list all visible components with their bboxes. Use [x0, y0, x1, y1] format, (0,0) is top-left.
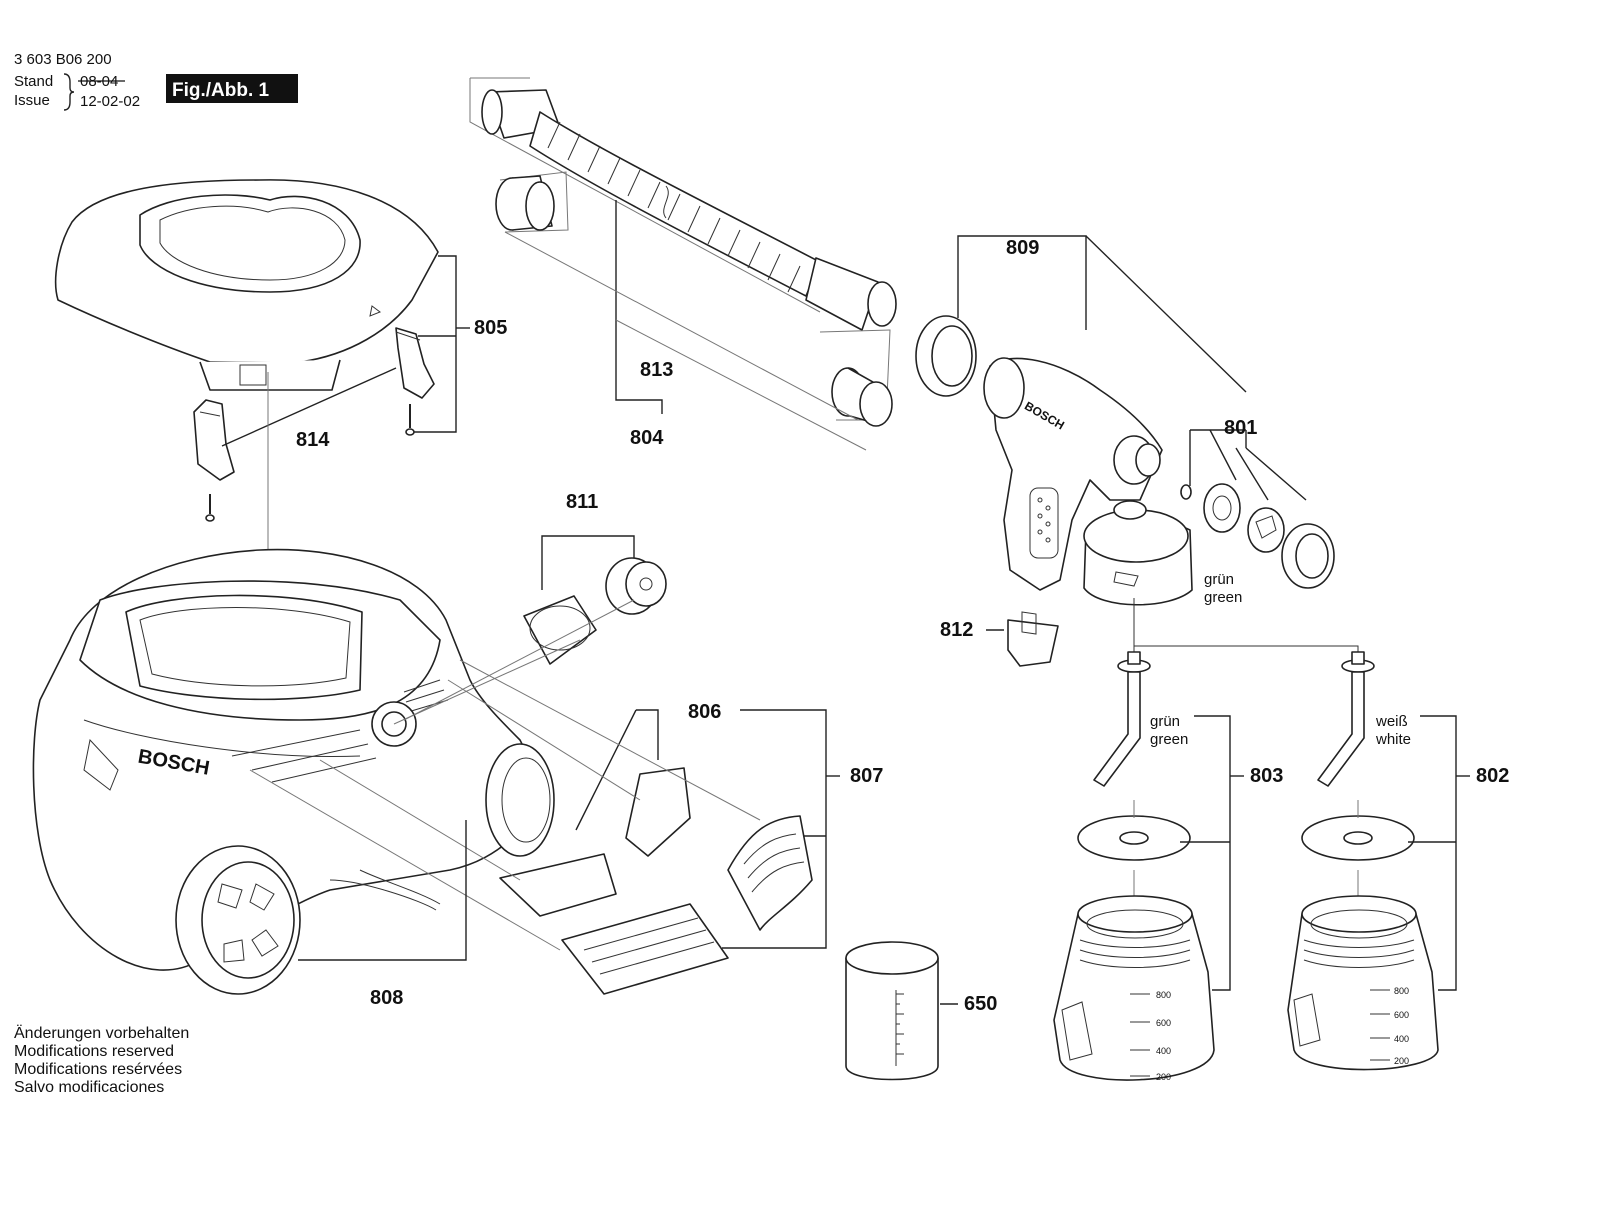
callout-813: 813	[640, 359, 673, 381]
footer-line-de: Änderungen vorbehalten	[14, 1024, 189, 1042]
scale-400-a: 400	[1156, 1046, 1171, 1056]
arrow-mark-icon	[369, 305, 382, 317]
scale-800-a: 800	[1156, 990, 1171, 1000]
tube-803-color-de: grün	[1150, 713, 1180, 730]
callout-812: 812	[940, 619, 973, 641]
footer-line-fr: Modifications resérvées	[14, 1061, 182, 1078]
gun-container-head	[1083, 500, 1193, 606]
scale-600-b: 600	[1394, 1010, 1409, 1020]
filter-pad	[499, 853, 617, 917]
footer-line-en: Modifications reserved	[14, 1043, 174, 1060]
hose-part	[469, 77, 897, 331]
header-block: 3 603 B06 200 Stand Issue 08-04 12-02-02…	[14, 51, 298, 111]
tube-803-color-en: green	[1150, 731, 1188, 748]
tube-802-color-en: white	[1375, 731, 1411, 748]
wheel-front	[175, 845, 301, 995]
gun-ring	[915, 315, 977, 397]
measuring-cup-650	[845, 941, 939, 1081]
callout-650: 650	[964, 993, 997, 1015]
gun-color-en: green	[1204, 589, 1242, 606]
container-803: 800 600 400 200	[1053, 895, 1215, 1082]
scale-200-b: 200	[1394, 1056, 1409, 1066]
callout-805: 805	[474, 317, 507, 339]
footer-notes: Änderungen vorbehalten Modifications res…	[14, 1024, 189, 1096]
nozzle-nut	[1281, 523, 1335, 589]
suction-tube-803	[1093, 651, 1151, 787]
callout-811: 811	[566, 491, 598, 513]
gun-color-de: grün	[1204, 571, 1234, 588]
callout-814: 814	[296, 429, 330, 451]
clip-part-814	[193, 399, 235, 481]
filter-ring-811	[523, 595, 597, 665]
spray-gun-body: BOSCH	[983, 357, 1163, 591]
issue-label: Issue	[14, 92, 50, 109]
scale-600-a: 600	[1156, 1018, 1171, 1028]
callout-804: 804	[630, 427, 664, 449]
coupler-right	[819, 329, 893, 427]
screw-icon	[205, 404, 415, 522]
stand-label: Stand	[14, 73, 53, 90]
figure-badge	[166, 74, 298, 103]
footer-line-es: Salvo modificaciones	[14, 1079, 164, 1096]
lid-part	[54, 179, 439, 391]
filter-cap-811	[605, 557, 667, 615]
callout-808: 808	[370, 987, 403, 1009]
suction-tube-802	[1317, 651, 1375, 787]
scale-200-a: 200	[1156, 1072, 1171, 1082]
callout-807: 807	[850, 765, 883, 787]
gasket-802	[1301, 815, 1415, 861]
brace-icon	[63, 73, 75, 111]
nozzle-oring	[1180, 484, 1192, 500]
scale-800-b: 800	[1394, 986, 1409, 996]
clip-part-805	[395, 327, 435, 399]
coupler-left	[495, 171, 569, 233]
part-number: 3 603 B06 200	[14, 51, 112, 68]
callout-801: 801	[1224, 417, 1257, 439]
side-grille-807	[727, 815, 813, 931]
callout-803: 803	[1250, 765, 1283, 787]
wheel-rear	[485, 743, 555, 857]
scale-400-b: 400	[1394, 1034, 1409, 1044]
container-802: 800 600 400 200	[1287, 895, 1439, 1071]
tube-802-color-de: weiß	[1375, 713, 1408, 730]
side-vent-806	[625, 767, 691, 857]
air-cap	[1247, 507, 1285, 553]
gasket-803	[1077, 815, 1191, 861]
figure-label: Fig./Abb. 1	[172, 80, 270, 101]
callout-806: 806	[688, 701, 721, 723]
issue-date: 12-02-02	[80, 93, 140, 110]
front-grille-807	[561, 903, 729, 995]
callout-802: 802	[1476, 765, 1509, 787]
callout-809: 809	[1006, 237, 1039, 259]
trigger-part-812	[1007, 611, 1059, 667]
nozzle-tip	[1203, 483, 1241, 533]
